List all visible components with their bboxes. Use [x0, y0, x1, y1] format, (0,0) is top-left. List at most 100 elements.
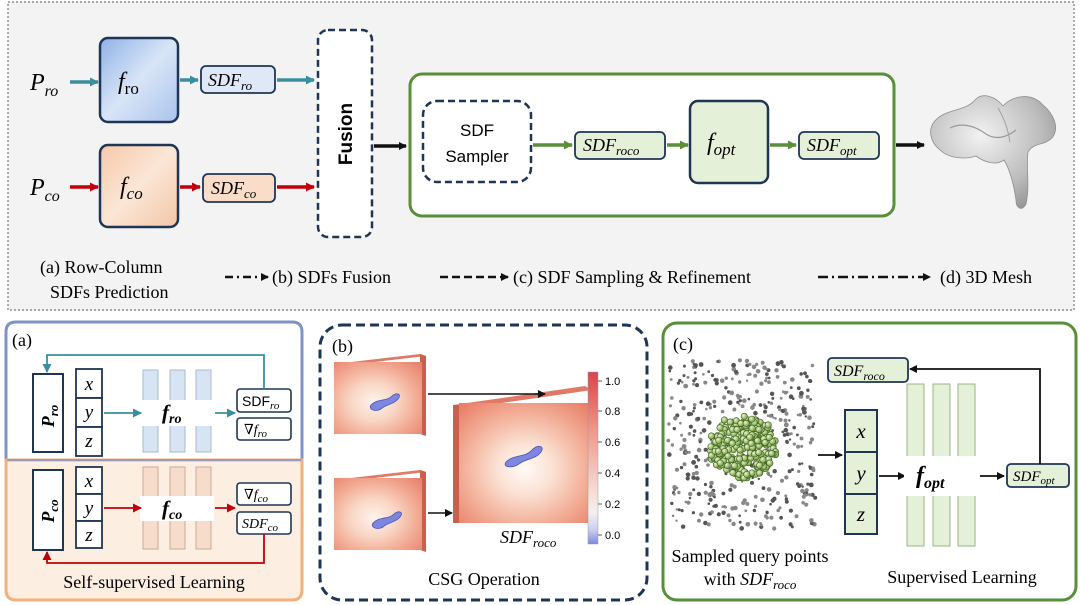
- scatter-point: [708, 497, 713, 502]
- scatter-point: [669, 378, 673, 381]
- panel-a-tag: (a): [12, 330, 32, 351]
- scatter-point: [784, 499, 789, 504]
- scatter-point: [745, 363, 750, 368]
- scatter-point: [734, 369, 739, 374]
- scatter-point: [796, 444, 801, 449]
- scatter-point: [788, 438, 792, 441]
- scatter-point: [732, 484, 737, 489]
- scatter-point: [813, 495, 818, 500]
- scatter-point: [694, 470, 699, 476]
- scatter-point: [753, 504, 758, 508]
- f-co-label: fco: [120, 174, 143, 203]
- scatter-point: [759, 522, 762, 525]
- stage-c-caption: (c) SDF Sampling & Refinement: [513, 267, 751, 288]
- scatter-point: [761, 486, 766, 490]
- scatter-point: [808, 493, 812, 497]
- scatter-point: [688, 491, 693, 497]
- scatter-point: [765, 376, 769, 380]
- panel-a: (a) Pro x y z fro SDFro ∇fro Pco: [4, 320, 304, 602]
- scatter-point: [707, 420, 712, 425]
- scatter-point: [769, 502, 772, 506]
- scatter-point: [688, 424, 694, 429]
- coord-x: x: [855, 419, 866, 443]
- scatter-point: [765, 511, 769, 515]
- scatter-point: [788, 522, 793, 527]
- stage-b-caption: (b) SDFs Fusion: [272, 267, 391, 288]
- scatter-point: [783, 422, 789, 428]
- scatter-point: [799, 436, 804, 441]
- scatter-point: [806, 482, 810, 486]
- cluster-point: [756, 461, 764, 469]
- cluster-point: [755, 448, 763, 456]
- scatter-point: [764, 379, 768, 383]
- scatter-point: [680, 524, 686, 529]
- scatter-point: [766, 471, 770, 476]
- scatter-point: [750, 480, 754, 485]
- scatter-point: [702, 373, 705, 376]
- scatter-point: [766, 487, 772, 492]
- cluster-point: [743, 470, 751, 478]
- scatter-point: [752, 508, 757, 513]
- scatter-point: [692, 429, 697, 433]
- scatter-point: [759, 381, 764, 386]
- scatter-point: [705, 401, 711, 407]
- scatter-point: [738, 403, 741, 406]
- colorbar-tick-label: 0.4: [605, 468, 620, 480]
- scatter-point: [710, 373, 715, 378]
- scatter-point: [738, 380, 742, 384]
- cluster-point: [729, 469, 737, 477]
- scatter-point: [687, 450, 691, 454]
- scatter-point: [703, 520, 708, 526]
- scatter-point: [709, 480, 714, 486]
- scatter-point: [802, 409, 807, 415]
- coord-x: x: [84, 374, 94, 395]
- scatter-point: [777, 407, 782, 411]
- scatter-point: [784, 411, 789, 416]
- scatter-point: [702, 416, 706, 421]
- cluster-point: [730, 462, 738, 470]
- scatter-point: [807, 415, 812, 421]
- sdf-slab-co: [334, 470, 426, 552]
- scatter-point: [804, 502, 809, 507]
- colorbar-tick-label: 1.0: [605, 376, 620, 388]
- scatter-point: [731, 362, 736, 368]
- colorbar-ticks: [598, 380, 602, 536]
- scatter-point: [764, 514, 768, 519]
- scatter-point: [686, 500, 691, 505]
- coord-z: z: [84, 431, 93, 452]
- scatter-point: [778, 506, 782, 510]
- scatter-point: [696, 416, 701, 421]
- scatter-point: [810, 492, 815, 497]
- scatter-point: [691, 460, 696, 465]
- scatter-point: [787, 469, 792, 474]
- scatter-point: [771, 396, 775, 400]
- f-opt-block: [688, 99, 770, 185]
- scatter-point: [757, 477, 760, 481]
- cluster-point: [740, 412, 748, 420]
- stage-d-caption: (d) 3D Mesh: [940, 267, 1032, 288]
- out-grad-co-box: [236, 482, 292, 506]
- f-opt-net-label: fopt: [916, 463, 945, 492]
- scatter-point: [728, 487, 733, 492]
- sdf-roco-label: SDFroco: [583, 135, 640, 158]
- cluster-point: [720, 416, 728, 424]
- target-sdf-roco-label: SDFroco: [834, 363, 885, 383]
- scatter-point: [692, 379, 696, 383]
- scatter-point: [809, 398, 812, 401]
- scatter-point: [788, 432, 792, 436]
- scatter-point: [675, 508, 678, 511]
- scatter-point: [672, 492, 676, 496]
- target-sdf-roco-box: [827, 357, 909, 383]
- cluster-point: [768, 449, 776, 457]
- scatter-point: [805, 394, 810, 399]
- scatter-point: [690, 359, 695, 364]
- scatter-point: [801, 501, 805, 505]
- scatter-point: [809, 472, 814, 477]
- scatter-point: [686, 375, 690, 379]
- arrow-a-feedback-co: [42, 534, 265, 564]
- scatter-point: [693, 371, 697, 375]
- cluster-point: [728, 439, 736, 447]
- input-p-co: Pco: [29, 175, 60, 205]
- sdf-sampler-line2: Sampler: [445, 147, 509, 166]
- scatter-point: [681, 380, 684, 384]
